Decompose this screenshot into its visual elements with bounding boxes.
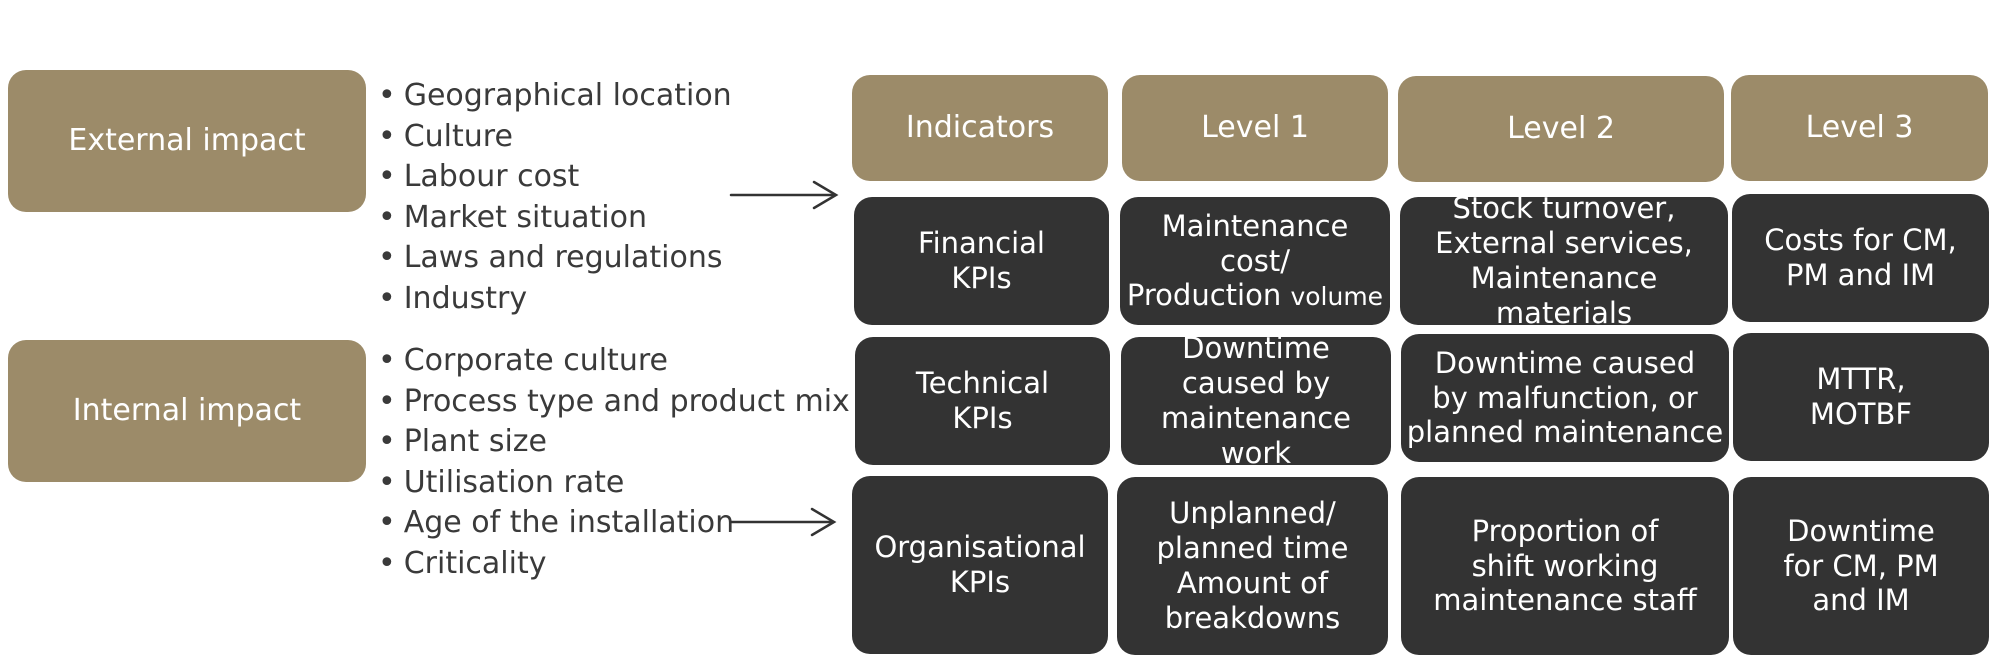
cell-line: Stock turnover, [1452, 191, 1676, 226]
internal-impact-box: Internal impact [8, 340, 366, 482]
organisational-level-2-cell: Proportion of shift working maintenance … [1401, 477, 1729, 655]
internal-impact-label: Internal impact [72, 393, 302, 428]
technical-level-3-cell: MTTR, MOTBF [1733, 333, 1989, 461]
organisational-level-1-cell: Unplanned/ planned time Amount of breakd… [1117, 477, 1388, 655]
financial-kpis-cell: Financial KPIs [854, 197, 1109, 325]
cell-line: Maintenance materials [1470, 261, 1658, 330]
cell-line: for CM, PM [1783, 548, 1939, 583]
cell-line: Downtime [1787, 513, 1935, 548]
cell-line: Downtime [1182, 331, 1330, 366]
internal-arrow-icon [729, 507, 837, 537]
cell-line: MTTR, [1816, 362, 1906, 397]
cell-line: caused by [1181, 366, 1331, 401]
financial-level-3-cell: Costs for CM, PM and IM [1732, 194, 1989, 322]
cell-line: External services, [1435, 226, 1693, 261]
cell-line: Financial [918, 226, 1045, 261]
list-item: Market situation [378, 198, 732, 239]
external-impact-box: External impact [8, 70, 366, 212]
cell-line: maintenance staff [1433, 583, 1697, 618]
cell-line: Production volume [1124, 278, 1386, 313]
organisational-level-3-cell: Downtime for CM, PM and IM [1733, 477, 1989, 655]
list-item: Age of the installation [378, 503, 850, 544]
header-label: Indicators [905, 110, 1055, 145]
external-factor-list: Geographical location Culture Labour cos… [378, 76, 732, 320]
cell-line: and IM [1812, 583, 1910, 618]
cell-text-small: volume [1290, 282, 1384, 312]
header-level-1: Level 1 [1122, 75, 1388, 181]
list-item: Culture [378, 117, 732, 158]
cell-line: Amount of [1176, 566, 1329, 600]
list-item: Process type and product mix [378, 382, 850, 423]
header-label: Level 1 [1201, 110, 1309, 145]
header-label: Level 3 [1805, 110, 1914, 145]
external-arrow-icon [729, 180, 839, 210]
list-item: Geographical location [378, 76, 732, 117]
internal-factor-list: Corporate culture Process type and produ… [378, 341, 850, 585]
list-item: Industry [378, 279, 732, 320]
header-label: Level 2 [1507, 111, 1615, 146]
technical-level-1-cell: Downtime caused by maintenance work [1121, 331, 1391, 470]
cell-line: Costs for CM, [1764, 223, 1957, 258]
cell-line: Downtime caused [1434, 345, 1696, 380]
cell-line: maintenance work [1161, 401, 1351, 470]
cell-line: Proportion of [1471, 513, 1659, 548]
cell-line: breakdowns [1164, 600, 1341, 635]
list-item: Labour cost [378, 157, 732, 198]
list-item: Corporate culture [378, 341, 850, 382]
header-level-2: Level 2 [1398, 76, 1724, 182]
cell-line: Maintenance cost/ [1161, 208, 1349, 278]
technical-kpis-cell: Technical KPIs [855, 337, 1110, 465]
cell-line: Organisational [874, 530, 1086, 565]
cell-line: planned time [1156, 531, 1349, 566]
cell-line: shift working [1471, 548, 1659, 583]
cell-line: planned maintenance [1406, 415, 1724, 450]
technical-level-2-cell: Downtime caused by malfunction, or plann… [1401, 334, 1729, 462]
external-impact-label: External impact [68, 123, 306, 158]
cell-line: KPIs [949, 565, 1011, 599]
financial-level-1-cell: Maintenance cost/ Production volume [1120, 197, 1390, 325]
cell-line: Unplanned/ [1169, 496, 1336, 531]
header-level-3: Level 3 [1731, 75, 1988, 181]
financial-level-2-cell: Stock turnover, External services, Maint… [1400, 191, 1728, 330]
organisational-kpis-cell: Organisational KPIs [852, 476, 1108, 654]
cell-line: Technical [915, 366, 1050, 401]
list-item: Plant size [378, 422, 850, 463]
list-item: Laws and regulations [378, 238, 732, 279]
list-item: Utilisation rate [378, 463, 850, 504]
cell-line: KPIs [952, 401, 1013, 435]
cell-text: Production [1126, 278, 1291, 313]
cell-line: MOTBF [1809, 397, 1913, 431]
cell-line: PM and IM [1785, 258, 1936, 292]
list-item: Criticality [378, 544, 850, 585]
header-indicators: Indicators [852, 75, 1108, 181]
cell-line: by malfunction, or [1432, 380, 1698, 415]
cell-line: KPIs [951, 261, 1012, 295]
